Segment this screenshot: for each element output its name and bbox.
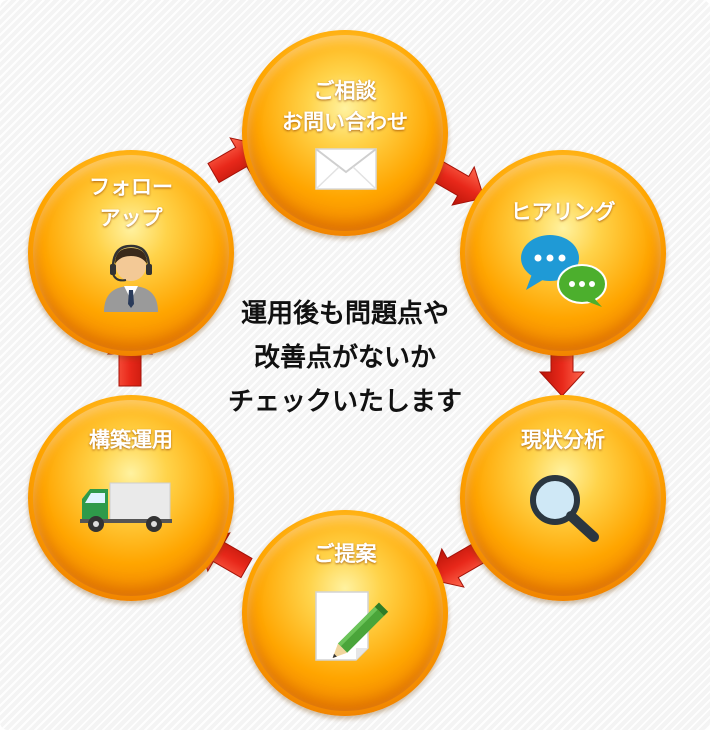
center-message-line: チェックいたします — [227, 387, 462, 417]
step-build-operate: 構築運用 — [28, 395, 234, 601]
step-label-line: ご提案 — [313, 542, 377, 566]
truck-icon — [80, 482, 172, 532]
document-pencil-icon — [315, 591, 389, 661]
step-label-line: 現状分析 — [521, 428, 605, 452]
center-message-line: 運用後も問題点や — [240, 299, 449, 329]
step-follow-up: フォロー アップ — [28, 150, 234, 356]
step-consultation: ご相談 お問い合わせ — [242, 30, 448, 236]
step-label: ヒアリング — [460, 197, 666, 228]
arrow-right-to-bottom — [431, 541, 487, 588]
step-label: 構築運用 — [28, 425, 234, 456]
step-analysis: 現状分析 — [460, 395, 666, 601]
step-label-line: フォロー — [89, 175, 173, 199]
step-label-line: アップ — [99, 206, 163, 230]
step-proposal: ご提案 — [242, 510, 448, 716]
magnifier-icon — [530, 475, 599, 542]
center-message-line: 改善点がないか — [253, 343, 436, 373]
step-label-line: ご相談 — [313, 79, 377, 103]
step-label: 現状分析 — [460, 425, 666, 456]
center-message: 運用後も問題点や 改善点がないか チェックいたします — [210, 292, 480, 424]
step-label-line: 構築運用 — [89, 428, 173, 452]
step-hearing: ヒアリング — [460, 150, 666, 356]
operator-icon — [104, 244, 158, 312]
chat-bubbles-icon — [521, 235, 607, 307]
step-label: ご提案 — [242, 539, 448, 570]
step-label-line: ヒアリング — [510, 200, 616, 224]
step-label-line: お問い合わせ — [282, 110, 408, 134]
step-label: ご相談 お問い合わせ — [242, 76, 448, 138]
envelope-icon — [315, 148, 377, 190]
step-label: フォロー アップ — [28, 172, 234, 234]
